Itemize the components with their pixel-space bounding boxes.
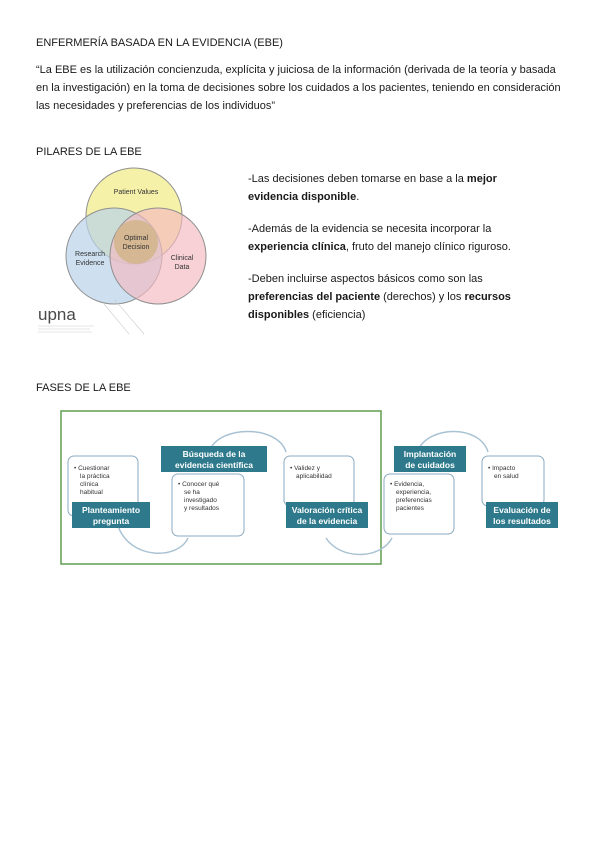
step-3-title-2: de la evidencia xyxy=(297,516,358,526)
step-2-bullet-1: • Conocer qué xyxy=(178,481,220,488)
step-3-bullet-1: • Validez y xyxy=(290,465,321,472)
step-2-title-box xyxy=(161,446,267,472)
step-4-title-1: Implantación xyxy=(404,449,456,459)
pilar-3-mid: (derechos) y los xyxy=(380,291,465,303)
step-1-title-1: Planteamiento xyxy=(82,505,140,515)
pilar-3-text: -Deben incluirse aspectos básicos como s… xyxy=(248,273,483,285)
phases-connectors xyxy=(117,430,489,556)
venn-label-patient-values: Patient Values xyxy=(114,189,159,196)
step-4-box xyxy=(383,473,455,535)
step-4-bullet-3: preferencias xyxy=(396,497,433,504)
step-2-bullet-2: se ha xyxy=(184,489,200,496)
pilar-3-end: (eficiencia) xyxy=(309,309,366,321)
phases-diagram: Planteamiento pregunta Búsqueda de la ev… xyxy=(60,410,558,565)
pilar-2-bold: experiencia clínica xyxy=(248,241,346,253)
venn-label-clinical-2: Data xyxy=(175,264,190,271)
pilar-3-bold-2: recursos disponibles xyxy=(248,291,511,321)
step-2-bullet-3: investigado xyxy=(184,497,217,504)
pilar-point-3: -Deben incluirse aspectos básicos como s… xyxy=(248,270,530,324)
ebe-definition-quote: “La EBE es la utilización concienzuda, e… xyxy=(36,64,561,112)
venn-label-optimal-2: Decision xyxy=(123,244,150,251)
step-3-box xyxy=(283,455,355,507)
step-3-title-1: Valoración crítica xyxy=(292,505,363,515)
step-3-title-box xyxy=(286,502,368,528)
pilar-3-bold: preferencias del paciente xyxy=(248,291,381,303)
step-4-bullet-4: pacientes xyxy=(396,505,425,512)
logo-decoration-lines xyxy=(38,298,145,335)
step-4-title-box xyxy=(394,446,466,472)
step-1-title-box xyxy=(72,502,150,528)
step-4-title-2: de cuidados xyxy=(405,460,455,470)
step-1-bullet-3: clínica xyxy=(80,481,99,488)
venn-label-research-2: Evidence xyxy=(76,260,105,267)
step-1-bullet-4: habitual xyxy=(80,489,103,496)
step-2-box xyxy=(171,473,245,537)
upna-logo: upna xyxy=(38,305,76,324)
step-5-box xyxy=(481,455,545,507)
step-5-title-box xyxy=(486,502,558,528)
phases-title-boxes xyxy=(72,446,558,528)
step-2-bullet-4: y resultados xyxy=(184,505,220,512)
page-title: ENFERMERÍA BASADA EN LA EVIDENCIA (EBE) xyxy=(36,37,283,49)
pilar-1-bold: mejor evidencia disponible xyxy=(248,173,497,203)
pilares-heading: PILARES DE LA EBE xyxy=(36,146,142,158)
pilar-2-end: , fruto del manejo clínico riguroso. xyxy=(345,241,511,253)
step-3-bullet-2: aplicabilidad xyxy=(296,473,332,480)
pilar-2-text: -Además de la evidencia se necesita inco… xyxy=(248,223,492,235)
step-2-title-2: evidencia científica xyxy=(175,460,253,470)
venn-diagram: Patient Values Research Evidence Clinica… xyxy=(38,167,207,335)
step-5-title-2: los resultados xyxy=(493,516,551,526)
venn-label-research-1: Research xyxy=(75,251,105,258)
step-2-title-1: Búsqueda de la xyxy=(183,449,246,459)
step-5-bullet-2: en salud xyxy=(494,473,519,480)
fases-heading: FASES DE LA EBE xyxy=(36,382,131,394)
venn-circle-center xyxy=(114,220,158,264)
step-4-bullet-1: • Evidencia, xyxy=(390,481,424,488)
step-5-title-1: Evaluación de xyxy=(493,505,550,515)
venn-label-clinical-1: Clinical xyxy=(171,255,194,262)
step-4-bullet-2: experiencia, xyxy=(396,489,431,496)
step-1-bullet-2: la práctica xyxy=(80,473,110,480)
pilar-point-2: -Además de la evidencia se necesita inco… xyxy=(248,220,530,256)
step-5-bullet-1: • Impacto xyxy=(488,465,516,472)
phases-highlight-frame xyxy=(60,410,382,565)
venn-label-optimal-1: Optimal xyxy=(124,235,149,242)
pilar-1-end: . xyxy=(356,191,360,203)
pilar-point-1: -Las decisiones deben tomarse en base a … xyxy=(248,170,530,206)
pilar-1-text: -Las decisiones deben tomarse en base a … xyxy=(248,173,467,185)
step-1-title-2: pregunta xyxy=(93,516,130,526)
step-1-bullet-1: • Cuestionar xyxy=(74,465,110,472)
phases-bullet-boxes xyxy=(67,455,545,537)
pilares-description: -Las decisiones deben tomarse en base a … xyxy=(248,170,530,338)
